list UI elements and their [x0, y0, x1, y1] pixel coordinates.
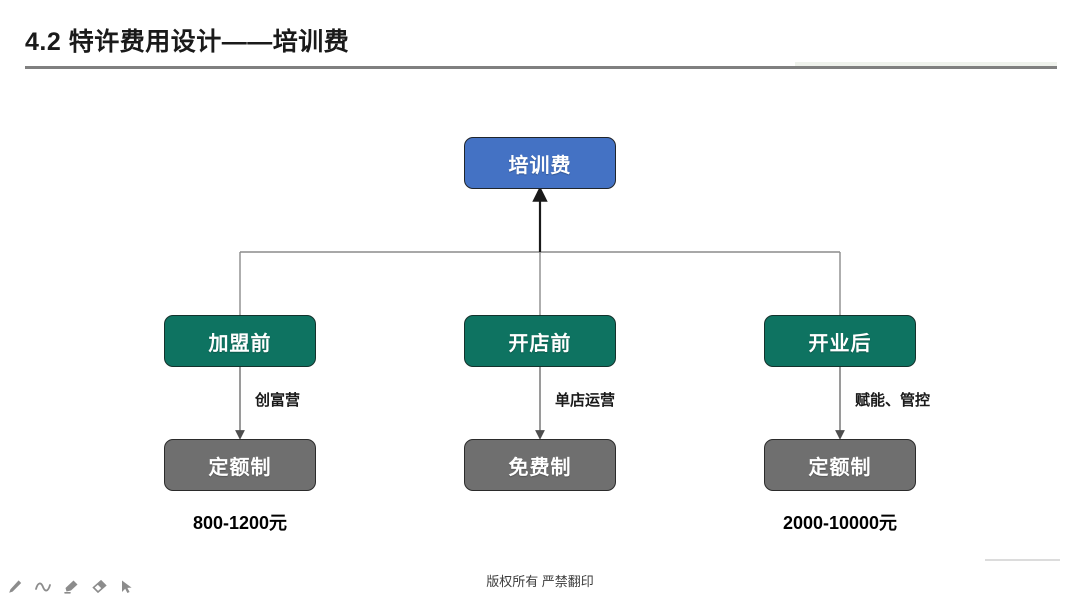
- edge-label-1: 创富营: [255, 392, 301, 409]
- highlighter-icon[interactable]: [62, 578, 80, 596]
- footer-copyright: 版权所有 严禁翻印: [486, 574, 594, 589]
- title-rule-accent: [795, 62, 1057, 67]
- node-fee-2[interactable]: 免费制: [464, 439, 616, 491]
- ink-squiggle-icon[interactable]: [34, 578, 52, 596]
- node-stage-1[interactable]: 加盟前: [164, 315, 316, 367]
- amount-label-1: 800-1200元: [192, 513, 288, 533]
- node-stage-3-label: 开业后: [808, 332, 872, 355]
- node-fee-2-label: 免费制: [508, 456, 572, 479]
- amount-label-3: 2000-10000元: [782, 513, 898, 533]
- edge-label-3: 赋能、管控: [855, 392, 931, 409]
- node-stage-2[interactable]: 开店前: [464, 315, 616, 367]
- node-root-training-fee[interactable]: 培训费: [464, 137, 616, 189]
- node-fee-1[interactable]: 定额制: [164, 439, 316, 491]
- page-title: 4.2 特许费用设计——培训费: [25, 28, 350, 56]
- eraser-icon[interactable]: [90, 578, 108, 596]
- node-fee-3-label: 定额制: [808, 456, 872, 479]
- node-fee-3[interactable]: 定额制: [764, 439, 916, 491]
- pointer-icon[interactable]: [118, 578, 136, 596]
- node-stage-2-label: 开店前: [508, 332, 572, 355]
- edge-label-2: 单店运营: [555, 392, 616, 409]
- footer-divider: [985, 559, 1060, 561]
- node-root-label: 培训费: [508, 154, 572, 177]
- node-fee-1-label: 定额制: [208, 456, 272, 479]
- node-stage-3[interactable]: 开业后: [764, 315, 916, 367]
- pen-icon[interactable]: [6, 578, 24, 596]
- ink-toolbar: [6, 578, 136, 596]
- title-divider: [25, 66, 1057, 69]
- node-stage-1-label: 加盟前: [208, 332, 272, 355]
